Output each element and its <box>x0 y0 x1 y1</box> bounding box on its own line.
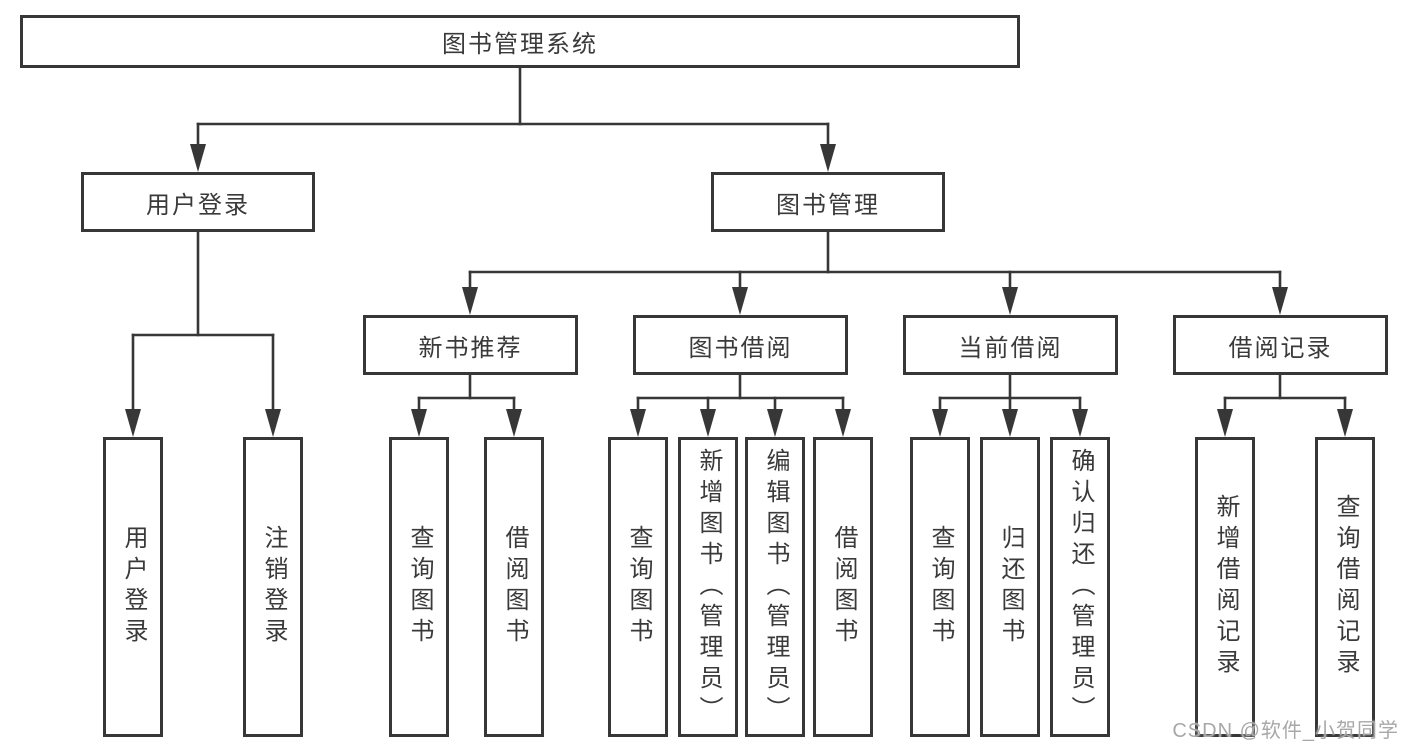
node-user-login: 用户登录 <box>81 172 315 232</box>
leaf-newbooks-query: 查询图书 <box>389 437 449 737</box>
leaf-logout-login: 注销登录 <box>243 437 303 737</box>
leaf-current-query: 查询图书 <box>910 437 970 737</box>
node-new-book-recommend: 新书推荐 <box>363 315 578 375</box>
leaf-newbooks-borrow: 借阅图书 <box>484 437 544 737</box>
node-book-management: 图书管理 <box>711 172 945 232</box>
leaf-borrow-add-admin: 新增图书（管理员） <box>678 437 738 737</box>
leaf-records-add: 新增借阅记录 <box>1195 437 1255 737</box>
leaf-borrow-borrow: 借阅图书 <box>813 437 873 737</box>
leaf-current-return: 归还图书 <box>980 437 1040 737</box>
leaf-records-query: 查询借阅记录 <box>1315 437 1375 737</box>
node-root: 图书管理系统 <box>20 15 1020 68</box>
leaf-user-login: 用户登录 <box>103 437 163 737</box>
node-book-borrow: 图书借阅 <box>633 315 848 375</box>
leaf-borrow-edit-admin: 编辑图书（管理员） <box>745 437 805 737</box>
leaf-borrow-query: 查询图书 <box>608 437 668 737</box>
node-current-borrow: 当前借阅 <box>903 315 1118 375</box>
watermark: CSDN @软件_小贺同学 <box>1172 720 1399 742</box>
node-borrow-records: 借阅记录 <box>1173 315 1388 375</box>
leaf-current-confirm-admin: 确认归还（管理员） <box>1050 437 1110 737</box>
